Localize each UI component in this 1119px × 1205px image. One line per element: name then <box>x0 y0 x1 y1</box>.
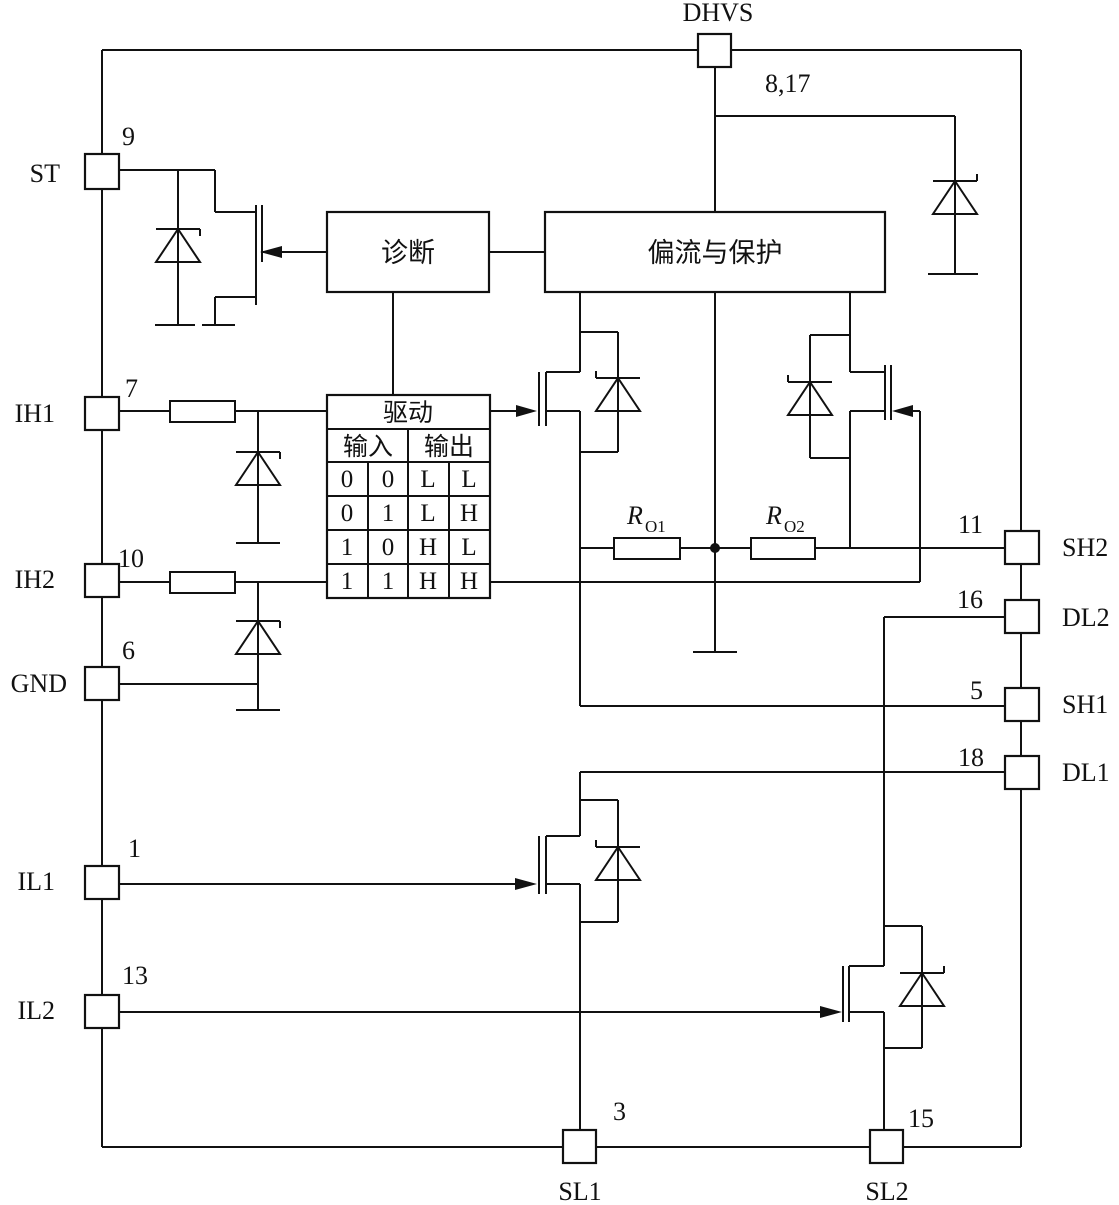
table-header-input: 输入 <box>343 432 393 461</box>
table-cell: H <box>460 500 478 527</box>
pin-ih2 <box>83 562 121 599</box>
pin-number-dl2: 16 <box>957 585 983 614</box>
st-output-stage <box>119 169 327 326</box>
pin-number-ih2: 10 <box>118 544 144 573</box>
ro2-subscript: O2 <box>784 517 805 536</box>
table-cell: 1 <box>382 500 395 527</box>
ih2-input-circuit <box>119 571 327 711</box>
pin-label-gnd: GND <box>11 669 67 698</box>
pin-ih1 <box>83 395 121 432</box>
low-side-mosfet-2 <box>119 616 1005 1130</box>
pin-number-st: 9 <box>122 122 135 151</box>
table-cell: H <box>419 534 437 561</box>
table-cell: H <box>460 568 478 595</box>
pin-il1 <box>83 864 121 901</box>
pin-number-dhvs: 8,17 <box>765 69 811 98</box>
ih1-input-circuit <box>119 400 327 544</box>
pin-number-gnd: 6 <box>122 636 135 665</box>
table-cell: L <box>461 534 476 561</box>
pin-label-ih1: IH1 <box>15 399 55 428</box>
pin-sl2 <box>868 1128 905 1165</box>
table-cell: 1 <box>382 568 395 595</box>
pin-number-sh1: 5 <box>970 676 983 705</box>
pin-st <box>83 152 121 191</box>
pin-number-il1: 1 <box>128 834 141 863</box>
pin-number-ih1: 7 <box>125 374 138 403</box>
driver-title: 驱动 <box>383 398 433 427</box>
high-side-mosfet-2 <box>490 292 921 583</box>
pin-number-sl1: 3 <box>613 1097 626 1126</box>
table-cell: 0 <box>341 500 354 527</box>
pin-label-dl2: DL2 <box>1062 603 1110 632</box>
table-header-output: 输出 <box>424 432 474 461</box>
pin-number-sh2: 11 <box>958 510 983 539</box>
table-cell: 0 <box>382 534 395 561</box>
pin-sh2 <box>1003 529 1041 566</box>
pin-sl1 <box>561 1128 598 1165</box>
pin-gnd <box>83 665 121 702</box>
output-resistors <box>580 292 1005 653</box>
dhvs-wiring <box>714 67 979 275</box>
pin-label-ih2: IH2 <box>15 565 55 594</box>
pin-number-sl2: 15 <box>908 1104 934 1133</box>
pin-dl2 <box>1003 598 1041 635</box>
table-cell: L <box>420 500 435 527</box>
pin-label-dhvs: DHVS <box>683 0 754 27</box>
pin-label-dl1: DL1 <box>1062 758 1110 787</box>
table-cell: L <box>461 466 476 493</box>
ro1-subscript: O1 <box>645 517 666 536</box>
ro1-symbol: R <box>626 501 643 530</box>
pin-il2 <box>83 993 121 1030</box>
chip-boundary <box>101 49 1022 1148</box>
pin-number-il2: 13 <box>122 961 148 990</box>
table-cell: 0 <box>382 466 395 493</box>
table-cell: 0 <box>341 466 354 493</box>
pin-label-sl2: SL2 <box>865 1177 908 1205</box>
diagnosis-label: 诊断 <box>381 238 435 269</box>
bias-protection-label: 偏流与保护 <box>648 238 783 269</box>
pin-label-st: ST <box>30 159 60 188</box>
table-cell: 1 <box>341 568 354 595</box>
table-cell: 1 <box>341 534 354 561</box>
table-cell: H <box>419 568 437 595</box>
table-cell: L <box>420 466 435 493</box>
pin-label-sh2: SH2 <box>1062 533 1108 562</box>
pin-label-sh1: SH1 <box>1062 690 1108 719</box>
driver-table <box>325 393 492 600</box>
pin-sh1 <box>1003 686 1041 723</box>
pin-label-sl1: SL1 <box>558 1177 601 1205</box>
pin-number-dl1: 18 <box>958 743 984 772</box>
ro2-symbol: R <box>765 501 782 530</box>
low-side-mosfet-1 <box>119 771 1005 1130</box>
pin-label-il2: IL2 <box>17 996 55 1025</box>
pin-label-il1: IL1 <box>17 867 55 896</box>
pin-dhvs <box>696 32 733 69</box>
pin-dl1 <box>1003 754 1041 791</box>
high-side-mosfet-1 <box>490 292 1005 707</box>
